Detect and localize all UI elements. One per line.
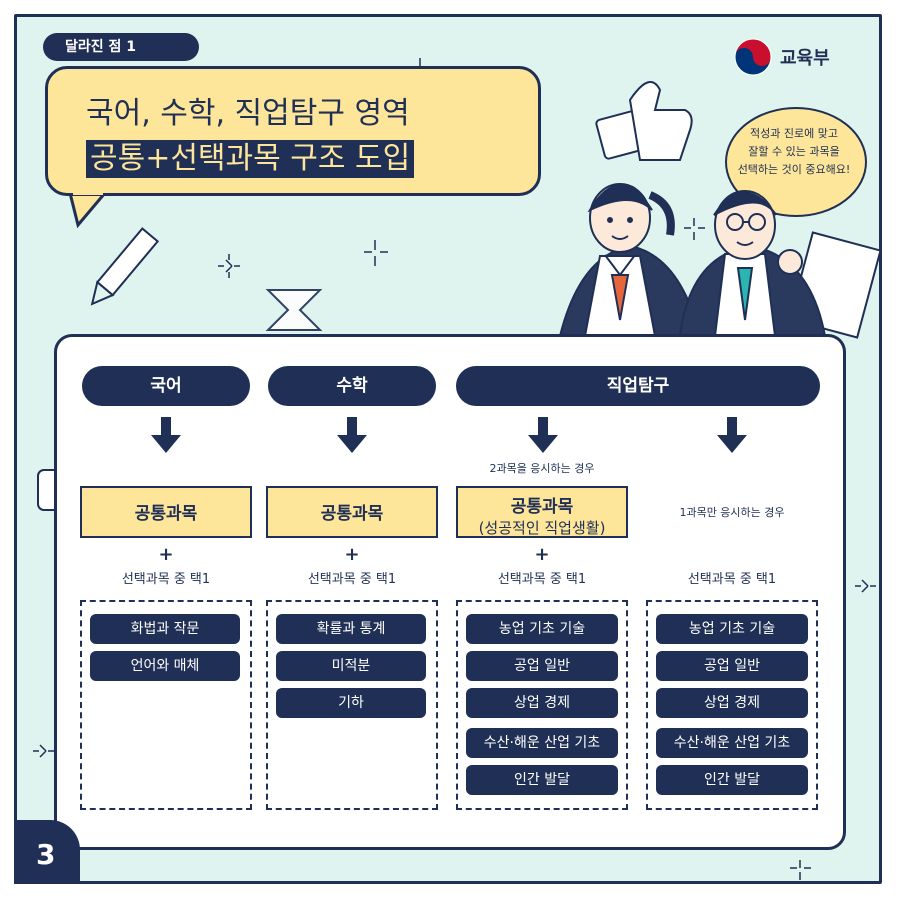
ministry-name: 교육부 (780, 48, 830, 69)
subject-header-korean: 국어 (82, 366, 250, 406)
elective-option: 인간 발달 (656, 765, 808, 795)
speech-line-3: 선택하는 것이 중요해요! (737, 163, 851, 176)
common-subject-label: 공통과목 (320, 504, 384, 524)
elective-option: 농업 기초 기술 (656, 614, 808, 644)
elective-options-box-vocational-1 (646, 600, 818, 810)
common-subject-sublabel: (성공적인 직업생활) (478, 519, 606, 537)
common-subject-label: 공통과목 (510, 497, 574, 517)
ministry-logo: 교육부 (734, 38, 830, 76)
elective-option: 확률과 통계 (276, 614, 426, 644)
elective-option: 수산·해운 산업 기초 (656, 728, 808, 758)
elective-options-box-vocational-2 (456, 600, 628, 810)
elective-label-vocational-2: 선택과목 중 택1 (497, 572, 587, 587)
taegeuk-icon (734, 38, 772, 76)
down-arrow-icon (337, 417, 367, 453)
plus-sign: + (534, 544, 550, 565)
elective-option: 수산·해운 산업 기초 (466, 728, 618, 758)
elective-option: 기하 (276, 688, 426, 718)
elective-option: 언어와 매체 (90, 651, 240, 681)
elective-option: 인간 발달 (466, 765, 618, 795)
elective-options-box-math (266, 600, 438, 810)
subject-header-math: 수학 (268, 366, 436, 406)
page-number: 3 (14, 820, 80, 884)
elective-option: 상업 경제 (466, 688, 618, 718)
change-point-tag: 달라진 점 1 (43, 33, 199, 61)
headline-line-2: 공통+선택과목 구조 도입 (86, 140, 415, 178)
common-subject-box-korean: 공통과목 (80, 486, 252, 538)
elective-option: 미적분 (276, 651, 426, 681)
two-subject-note: 2과목을 응시하는 경우 (489, 462, 595, 475)
elective-label-korean: 선택과목 중 택1 (121, 572, 211, 587)
subject-structure-card (54, 334, 846, 850)
speech-line-2: 잘할 수 있는 과목을 (748, 145, 840, 158)
speech-line-1: 적성과 진로에 맞고 (750, 127, 838, 140)
common-subject-box-math: 공통과목 (266, 486, 438, 538)
common-subject-label: 공통과목 (134, 504, 198, 524)
elective-label-math: 선택과목 중 택1 (307, 572, 397, 587)
headline-line-1: 국어, 수학, 직업탐구 영역 (86, 96, 410, 131)
plus-sign: + (158, 544, 174, 565)
elective-options-box-korean (80, 600, 252, 810)
elective-option: 공업 일반 (466, 651, 618, 681)
elective-option: 화법과 작문 (90, 614, 240, 644)
down-arrow-icon (528, 417, 558, 453)
one-subject-note: 1과목만 응시하는 경우 (679, 506, 785, 519)
subject-header-vocational: 직업탐구 (456, 366, 820, 406)
plus-sign: + (344, 544, 360, 565)
elective-label-vocational-1: 선택과목 중 택1 (687, 572, 777, 587)
elective-option: 공업 일반 (656, 651, 808, 681)
common-subject-box-vocational: 공통과목 (성공적인 직업생활) (456, 486, 628, 538)
speech-text: 적성과 진로에 맞고 잘할 수 있는 과목을 선택하는 것이 중요해요! (724, 125, 864, 179)
elective-option: 상업 경제 (656, 688, 808, 718)
elective-option: 농업 기초 기술 (466, 614, 618, 644)
down-arrow-icon (717, 417, 747, 453)
down-arrow-icon (151, 417, 181, 453)
